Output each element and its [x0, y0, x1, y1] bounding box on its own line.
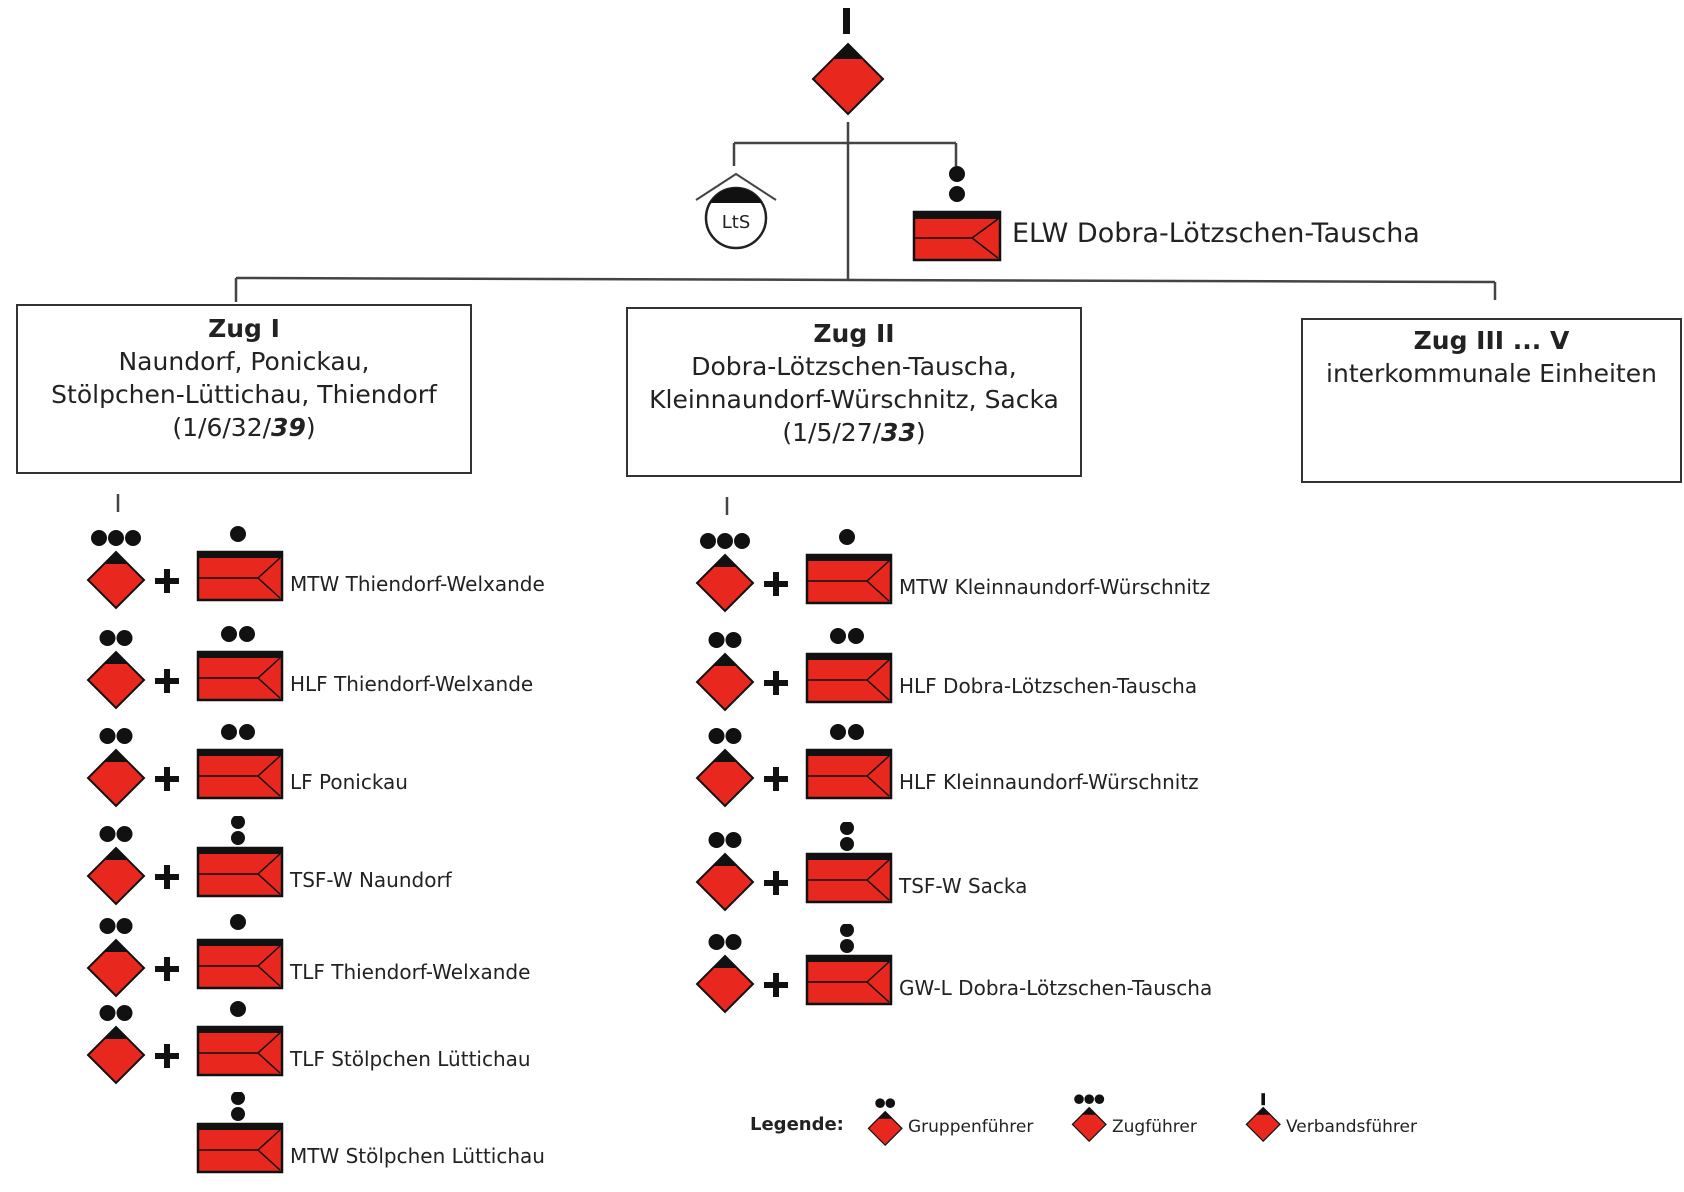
zug-1-strength-suffix: ): [305, 413, 316, 442]
vehicle-icon: [196, 995, 288, 1095]
vehicle-icon: [196, 908, 288, 1008]
vehicle-icon: [196, 718, 288, 818]
vehicle-icon: [805, 718, 897, 818]
zug-2-line-1: Dobra-Lötzschen-Tauscha,: [691, 352, 1017, 381]
plus-icon: [763, 571, 789, 601]
gruppenfuehrer-icon: [84, 1001, 148, 1089]
unit-label: TSF-W Sacka: [899, 874, 1028, 898]
vehicle-icon: [196, 815, 288, 916]
unit-label: MTW Kleinnaundorf-Würschnitz: [899, 575, 1211, 599]
plus-icon: [154, 1043, 180, 1073]
vehicle-icon: [196, 620, 288, 720]
plus-icon: [763, 870, 789, 900]
legend-label: Verbandsführer: [1286, 1117, 1417, 1137]
verbandsfuehrer-icon: [811, 8, 885, 116]
lts-label: LtS: [722, 212, 751, 233]
zug-1-box: Zug I Naundorf, Ponickau, Stölpchen-Lütt…: [16, 304, 472, 474]
zug-2-strength-total: 33: [881, 418, 916, 447]
plus-icon: [154, 568, 180, 598]
gruppenfuehrer-legend-icon: [866, 1096, 904, 1150]
unit-label: HLF Kleinnaundorf-Würschnitz: [899, 770, 1199, 794]
zug-1-strength-prefix: (1/6/32/: [172, 413, 272, 442]
plus-icon: [763, 972, 789, 1002]
zugfuehrer-icon: [84, 526, 148, 614]
zug-3-box: Zug III ... V interkommunale Einheiten: [1301, 318, 1682, 483]
zug-1-line-1: Naundorf, Ponickau,: [118, 347, 370, 376]
vehicle-icon: [196, 520, 288, 620]
zug-3-title: Zug III ... V: [1413, 326, 1570, 355]
unit-label: HLF Dobra-Lötzschen-Tauscha: [899, 674, 1198, 698]
zug-2-strength-suffix: ): [915, 418, 926, 447]
unit-label: HLF Thiendorf-Welxande: [290, 672, 534, 696]
plus-icon: [154, 956, 180, 986]
gruppenfuehrer-icon: [693, 724, 757, 812]
zug-2-title: Zug II: [813, 319, 895, 348]
zug-3-line-1: interkommunale Einheiten: [1326, 359, 1657, 388]
elw-label: ELW Dobra-Lötzschen-Tauscha: [1012, 218, 1420, 249]
zug-2-strength: (1/5/27/33): [628, 416, 1080, 449]
gruppenfuehrer-icon: [84, 822, 148, 910]
plus-icon: [763, 670, 789, 700]
legend-label: Gruppenführer: [908, 1117, 1034, 1137]
vehicle-icon: [805, 821, 897, 922]
unit-label: LF Ponickau: [290, 770, 408, 794]
gruppenfuehrer-icon: [693, 628, 757, 716]
unit-label: MTW Stölpchen Lüttichau: [290, 1144, 545, 1168]
zug-1-title: Zug I: [208, 314, 280, 343]
vehicle-icon: [805, 923, 897, 1024]
zugfuehrer-icon: [693, 529, 757, 617]
zugfuehrer-legend-icon: [1070, 1092, 1108, 1146]
plus-icon: [763, 766, 789, 796]
legend-title: Legende:: [750, 1114, 844, 1135]
unit-label: MTW Thiendorf-Welxande: [290, 572, 545, 596]
zug-1-line-2: Stölpchen-Lüttichau, Thiendorf: [51, 380, 437, 409]
plus-icon: [154, 668, 180, 698]
gruppenfuehrer-icon: [84, 724, 148, 812]
legend-label: Zugführer: [1112, 1117, 1197, 1137]
unit-label: GW-L Dobra-Lötzschen-Tauscha: [899, 976, 1213, 1000]
vehicle-icon: [196, 1091, 288, 1192]
unit-label: TLF Stölpchen Lüttichau: [290, 1047, 531, 1071]
zug-1-strength-total: 39: [271, 413, 306, 442]
plus-icon: [154, 864, 180, 894]
elw-vehicle-icon: [912, 166, 1002, 262]
gruppenfuehrer-icon: [84, 626, 148, 714]
gruppenfuehrer-icon: [693, 930, 757, 1018]
plus-icon: [154, 766, 180, 796]
vehicle-icon: [805, 622, 897, 722]
zug-2-box: Zug II Dobra-Lötzschen-Tauscha, Kleinnau…: [626, 307, 1082, 477]
zug-2-strength-prefix: (1/5/27/: [782, 418, 882, 447]
gruppenfuehrer-icon: [693, 828, 757, 916]
gruppenfuehrer-icon: [84, 914, 148, 1002]
zug-1-strength: (1/6/32/39): [18, 411, 470, 444]
unit-label: TLF Thiendorf-Welxande: [290, 960, 531, 984]
verbandsfuehrer-legend-icon: [1244, 1092, 1282, 1146]
lts-staff-icon: LtS: [695, 172, 777, 250]
zug-2-line-2: Kleinnaundorf-Würschnitz, Sacka: [649, 385, 1059, 414]
unit-label: TSF-W Naundorf: [290, 868, 452, 892]
vehicle-icon: [805, 523, 897, 623]
